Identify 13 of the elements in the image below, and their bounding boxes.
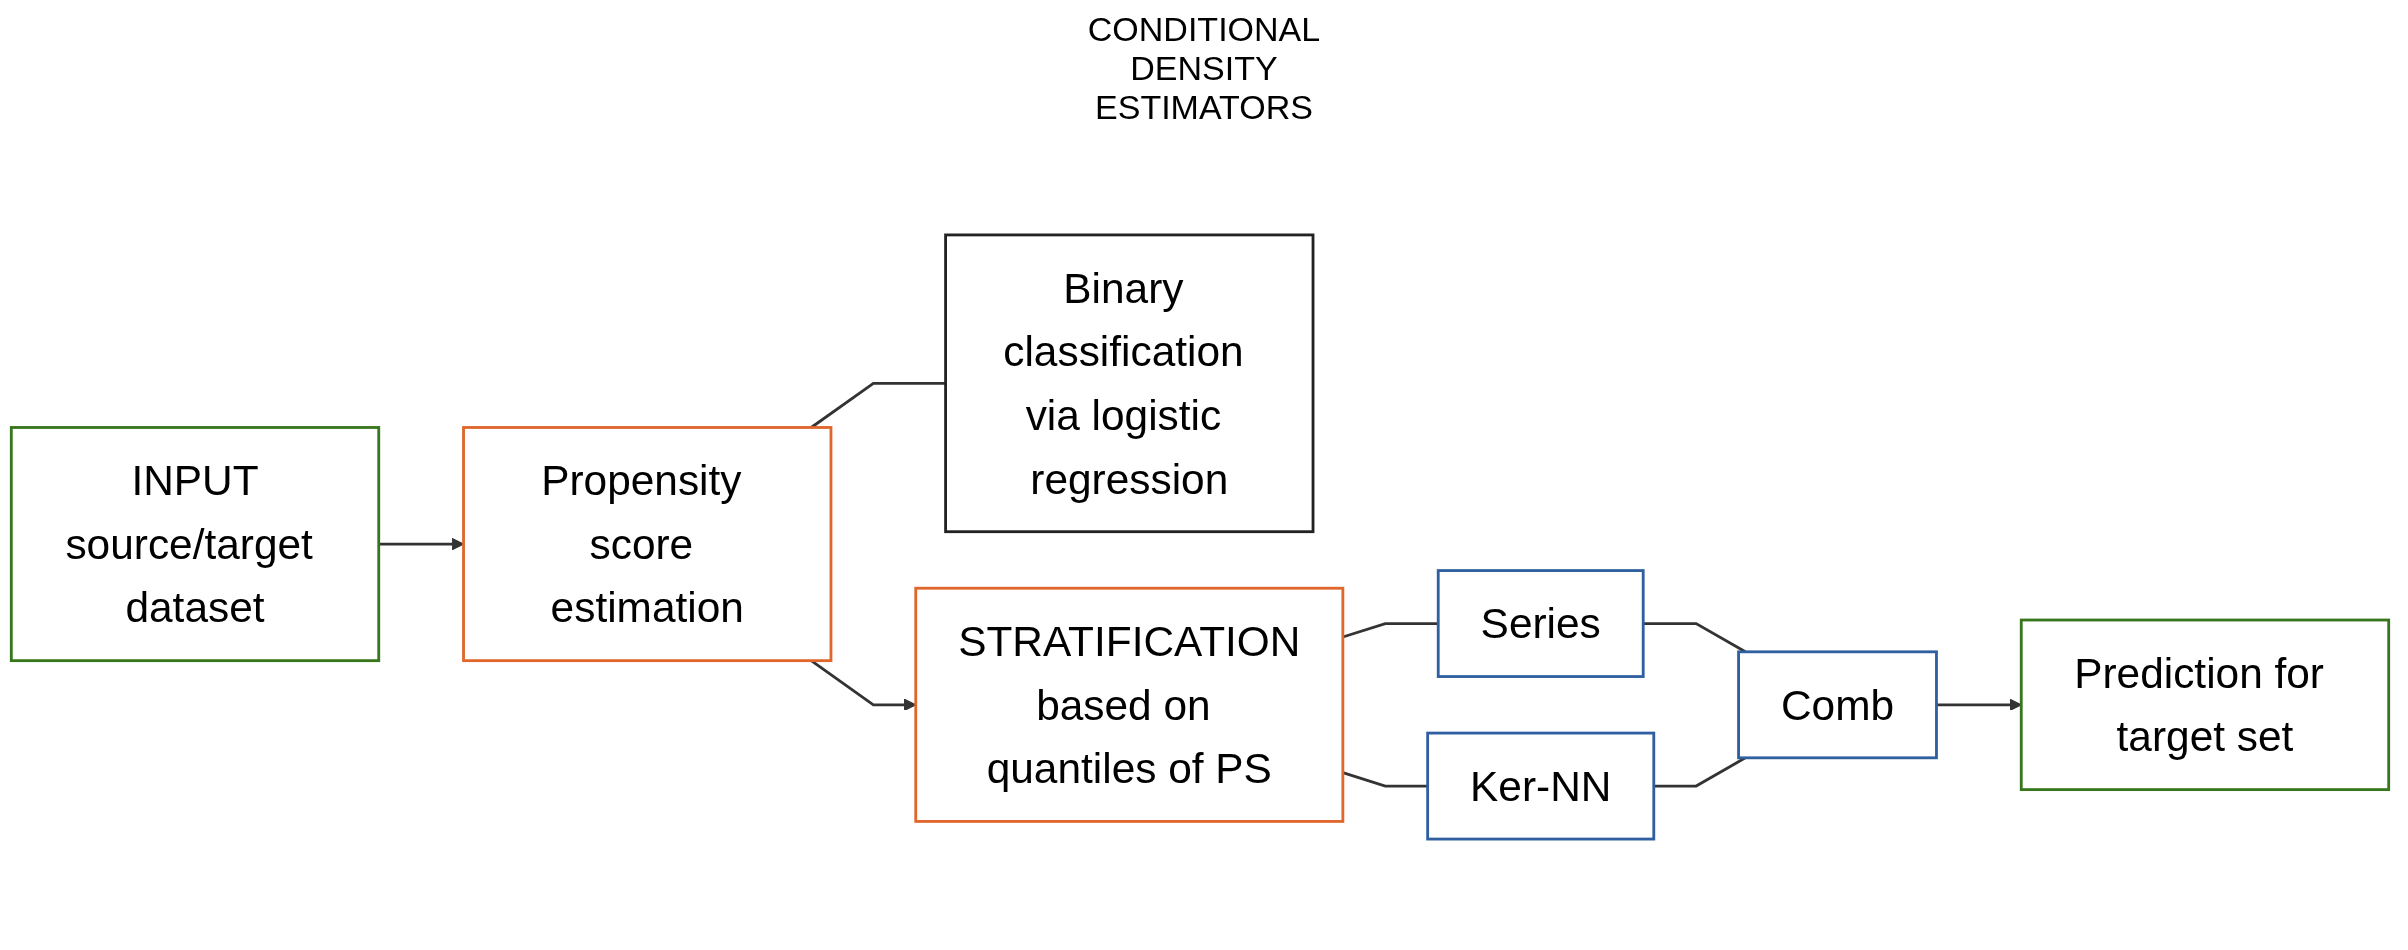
node-box: STRATIFICATION based on quantiles of PS [914, 586, 1345, 823]
node-box: Comb [1737, 650, 1938, 760]
node-box: Propensity score estimation [462, 426, 833, 663]
connector [1342, 622, 1439, 639]
section-heading: CONDITIONAL DENSITY ESTIMATORS [1086, 10, 1322, 127]
node-box: Binary classification via logistic regression [944, 233, 1315, 534]
node-box: Prediction for target set [2019, 618, 2391, 792]
node-box: Series [1436, 569, 1645, 678]
node-box: INPUT source/target dataset [9, 426, 381, 663]
connector [1653, 756, 1747, 788]
connector [1342, 771, 1428, 788]
arrow [1936, 698, 2022, 712]
node-box: Ker-NN [1426, 731, 1656, 841]
